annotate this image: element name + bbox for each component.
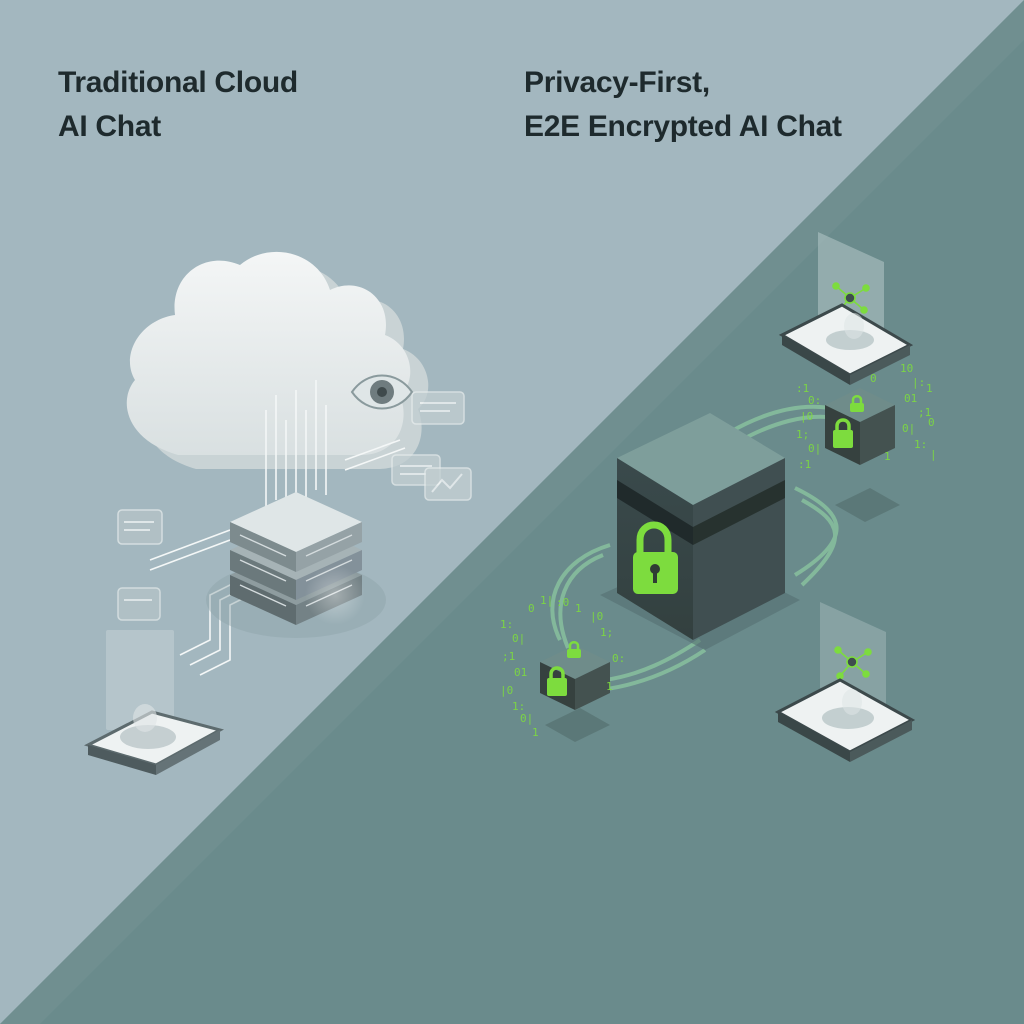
left-panel-title: Traditional Cloud AI Chat	[58, 61, 298, 149]
svg-text:1: 1	[884, 450, 891, 463]
encrypted-cube	[540, 641, 610, 710]
svg-text:0|: 0|	[512, 632, 525, 645]
svg-text::1: :1	[798, 458, 811, 471]
cube-shadow	[545, 708, 610, 742]
message-card	[117, 587, 161, 621]
svg-text:01: 01	[904, 392, 917, 405]
svg-text:0: 0	[528, 602, 535, 615]
svg-text:0: 0	[928, 416, 935, 429]
encrypted-data-glyphs: 1:0|;1 01|01: 01|:0 1|01; 0:10| 1	[500, 594, 625, 739]
svg-text:|: |	[930, 448, 937, 461]
svg-text:1;: 1;	[796, 428, 809, 441]
svg-text:0|: 0|	[902, 422, 915, 435]
svg-text:1: 1	[606, 680, 613, 693]
svg-text:;1: ;1	[918, 406, 931, 419]
svg-text:0:: 0:	[808, 394, 821, 407]
lock-icon	[850, 395, 864, 412]
lock-icon	[633, 521, 678, 594]
message-card	[411, 391, 465, 425]
cube-shadow	[835, 488, 900, 522]
svg-text:;1: ;1	[502, 650, 515, 663]
device-icon	[83, 630, 225, 775]
svg-text::0: :0	[556, 596, 569, 609]
svg-text:1|: 1|	[540, 594, 553, 607]
svg-text:0:: 0:	[612, 652, 625, 665]
svg-text:01: 01	[514, 666, 527, 679]
device-icon	[774, 602, 916, 762]
svg-text:1: 1	[575, 602, 582, 615]
svg-text:1: 1	[926, 382, 933, 395]
svg-text:1:: 1:	[914, 438, 927, 451]
server-icon	[206, 492, 386, 638]
svg-text:|0: |0	[500, 684, 513, 697]
right-title-line-2: E2E Encrypted AI Chat	[524, 110, 842, 143]
svg-text:|0: |0	[800, 410, 813, 423]
lock-icon	[833, 418, 853, 448]
vault-server	[617, 413, 785, 640]
svg-text:1;: 1;	[600, 626, 613, 639]
left-title-line-2: AI Chat	[58, 110, 161, 143]
svg-text:0: 0	[870, 372, 877, 385]
svg-text:|0: |0	[590, 610, 603, 623]
encrypted-cube	[825, 388, 895, 465]
chart-card	[424, 467, 472, 501]
svg-text:1:: 1:	[500, 618, 513, 631]
svg-text:1:: 1:	[512, 700, 525, 713]
svg-text::1: :1	[796, 382, 809, 395]
message-card	[117, 509, 163, 545]
right-title-line-1: Privacy-First,	[524, 66, 710, 99]
network-node-icon	[834, 646, 872, 680]
encrypted-data-glyphs: :10:|0 1;0|:1 10|:01 ;10|1: 10| 10	[796, 362, 937, 471]
device-icon	[778, 232, 914, 385]
cloud-icon	[126, 251, 429, 469]
lock-icon	[547, 666, 567, 696]
svg-text:|:: |:	[912, 376, 925, 389]
svg-text:1: 1	[532, 726, 539, 739]
lock-icon	[567, 641, 581, 658]
left-title-line-1: Traditional Cloud	[58, 66, 298, 99]
svg-text:0|: 0|	[520, 712, 533, 725]
svg-text:0|: 0|	[808, 442, 821, 455]
svg-text:10: 10	[900, 362, 913, 375]
right-panel-title: Privacy-First, E2E Encrypted AI Chat	[524, 61, 842, 149]
eye-icon	[350, 374, 414, 410]
